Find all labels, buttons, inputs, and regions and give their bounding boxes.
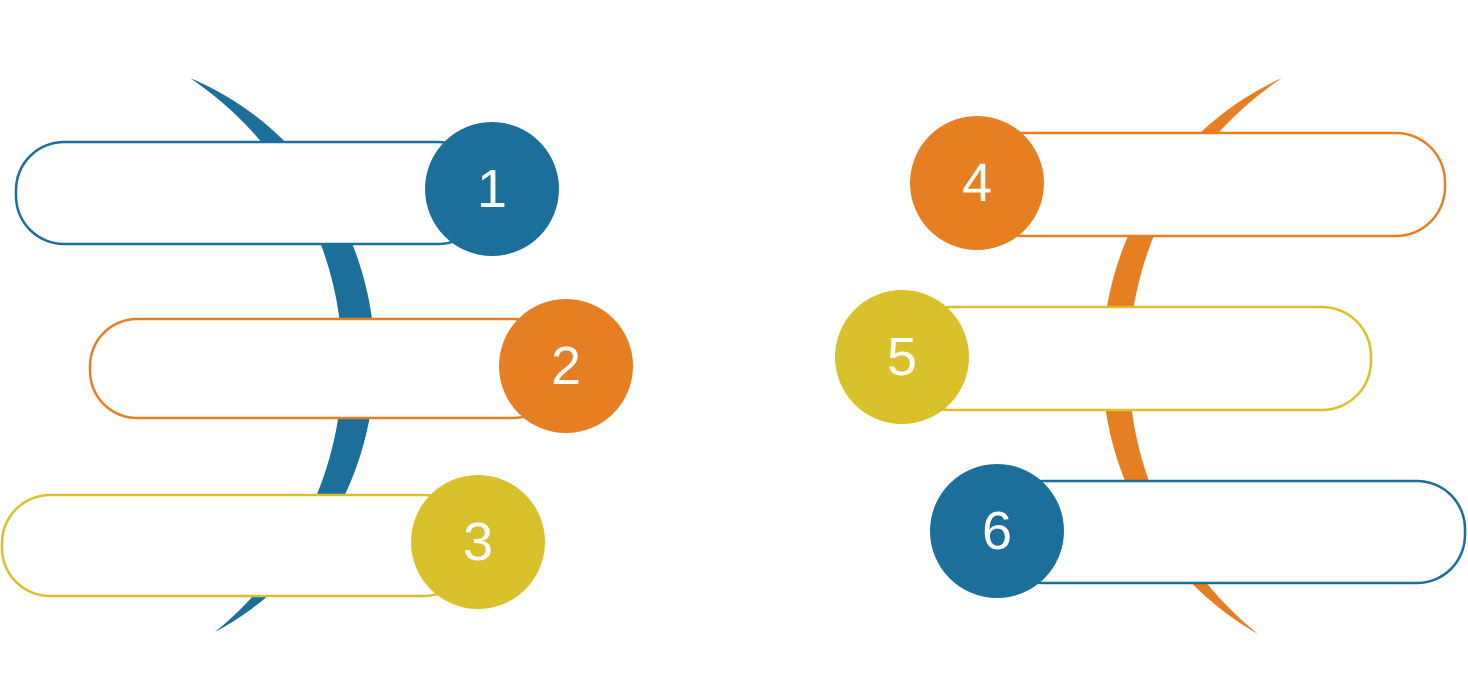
step-1-number: 1: [477, 159, 507, 219]
step-6: 6: [930, 464, 1467, 598]
step-3: 3: [0, 475, 545, 609]
step-2: 2: [88, 299, 633, 433]
step-5: 5: [835, 290, 1373, 424]
step-6-text-box: [993, 479, 1467, 585]
step-1-text-box: [14, 140, 488, 246]
step-2-number: 2: [551, 336, 581, 396]
step-5-text-box: [898, 305, 1373, 412]
step-3-text-box: [0, 493, 474, 598]
step-6-circle: [930, 464, 1064, 598]
step-5-circle: [835, 290, 969, 424]
step-6-number: 6: [982, 501, 1012, 561]
step-2-text-box: [88, 317, 562, 420]
step-3-circle: [411, 475, 545, 609]
step-5-number: 5: [887, 327, 917, 387]
step-4: 4: [910, 116, 1447, 250]
step-4-text-box: [973, 131, 1447, 238]
step-2-circle: [499, 299, 633, 433]
step-4-number: 4: [962, 153, 992, 213]
step-1-circle: [425, 122, 559, 256]
step-1: 1: [14, 122, 559, 256]
step-4-circle: [910, 116, 1044, 250]
step-3-number: 3: [463, 512, 493, 572]
